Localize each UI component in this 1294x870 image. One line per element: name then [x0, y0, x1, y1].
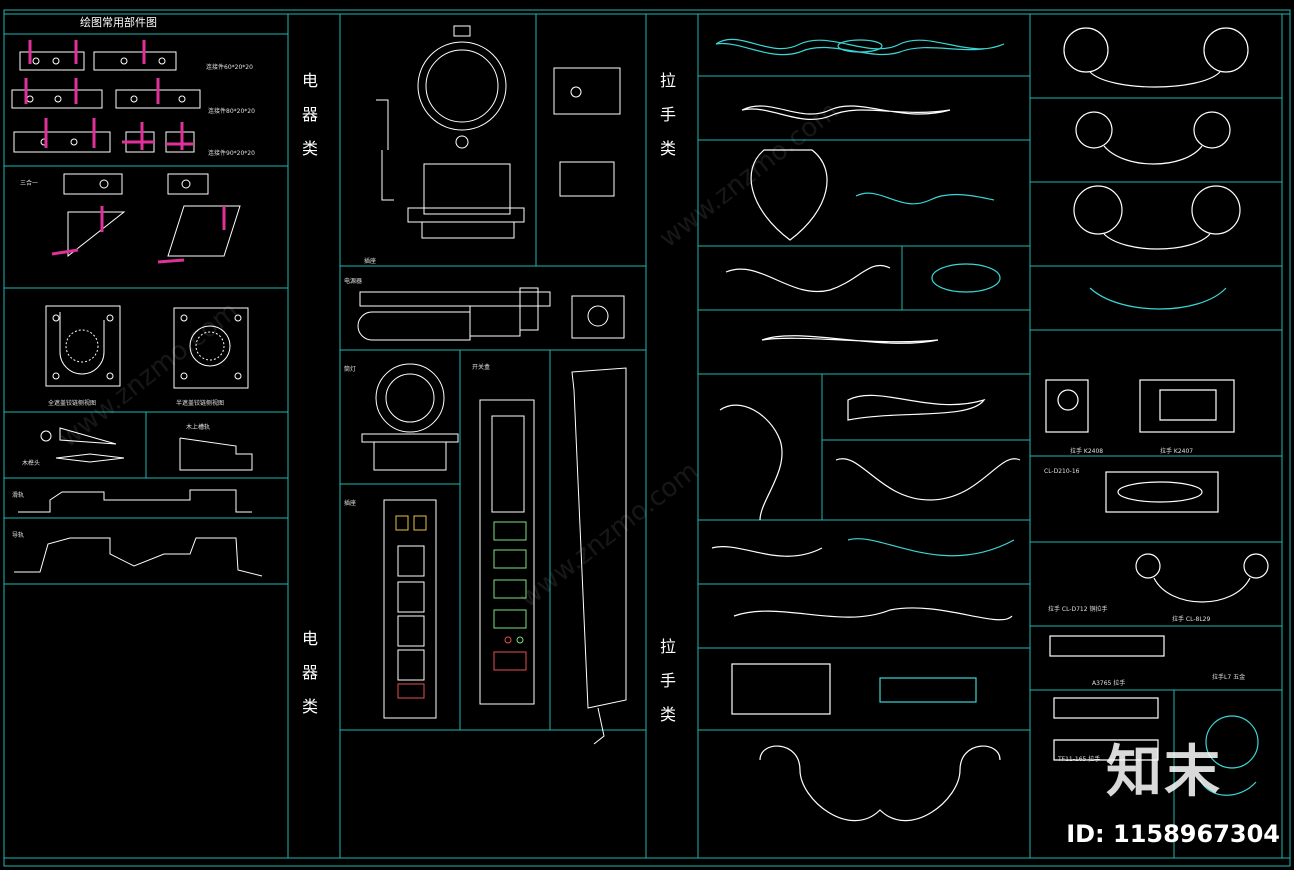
main-title: 绘图常用部件图: [80, 16, 157, 29]
watermark-id: ID: 1158967304: [1066, 820, 1280, 848]
label-h5: 拉手 CL-8L29: [1172, 616, 1211, 623]
cat-char: 器: [301, 105, 318, 124]
category-electrical-bottom: 电 器 类: [300, 622, 320, 724]
label-hinge-right: 半遮盖铰链侧视图: [176, 400, 225, 407]
cat-char: 类: [301, 139, 318, 158]
socket-details: [395, 515, 527, 699]
handle-drawings-col2: [1045, 27, 1269, 796]
cat-char: 类: [659, 139, 676, 158]
watermark-brand: 知末: [1106, 740, 1222, 805]
label-switch-box: 开关盒: [472, 364, 491, 371]
label-hinge-left: 全遮盖铰链侧视图: [48, 400, 97, 407]
label-three-in-one: 三合一: [20, 180, 39, 187]
screw-drawings: [11, 51, 241, 258]
category-handles-top: 拉 手 类: [658, 64, 678, 166]
hinge-drawings: [14, 305, 263, 577]
label-screw-c: 连接件90*20*20: [208, 150, 255, 157]
cat-char: 器: [301, 663, 318, 682]
label-dowel: 木榫头: [22, 460, 41, 467]
category-handles-bottom: 拉 手 类: [658, 630, 678, 732]
label-h7: 拉手L7 五金: [1212, 674, 1246, 681]
cat-char: 电: [301, 629, 318, 648]
label-h4: 拉手 CL-D712 铜拉手: [1048, 606, 1108, 613]
cat-char: 拉: [659, 71, 676, 90]
label-screw-a: 连接件60*20*20: [206, 64, 253, 71]
cat-char: 手: [659, 105, 676, 124]
label-guide: 导轨: [12, 532, 25, 539]
label-h8: TF11-165 拉手: [1058, 756, 1101, 763]
label-socket-strip: 插座: [344, 500, 357, 507]
label-power: 电源器: [344, 278, 363, 285]
label-screw-b: 连接件80*20*20: [208, 108, 255, 115]
cat-char: 类: [659, 705, 676, 724]
category-electrical-top: 电 器 类: [300, 64, 320, 166]
label-h2: 拉手 K2407: [1160, 448, 1194, 455]
label-light: 筒灯: [344, 366, 357, 373]
label-h3: CL-D210-16: [1044, 468, 1080, 475]
handle-drawings-col1: [711, 38, 1021, 822]
label-rail: 木上槽轨: [186, 424, 211, 431]
electrical-drawings: [357, 25, 627, 745]
label-h1: 拉手 K2408: [1070, 448, 1104, 455]
cat-char: 电: [301, 71, 318, 90]
cat-char: 类: [301, 697, 318, 716]
screw-accents: [24, 40, 226, 264]
label-slide: 滑轨: [12, 492, 25, 499]
frame-lines: [3, 9, 1291, 867]
label-h6: A3765 拉手: [1092, 680, 1126, 687]
cat-char: 手: [659, 671, 676, 690]
cat-char: 拉: [659, 637, 676, 656]
label-plug: 插座: [364, 258, 377, 265]
